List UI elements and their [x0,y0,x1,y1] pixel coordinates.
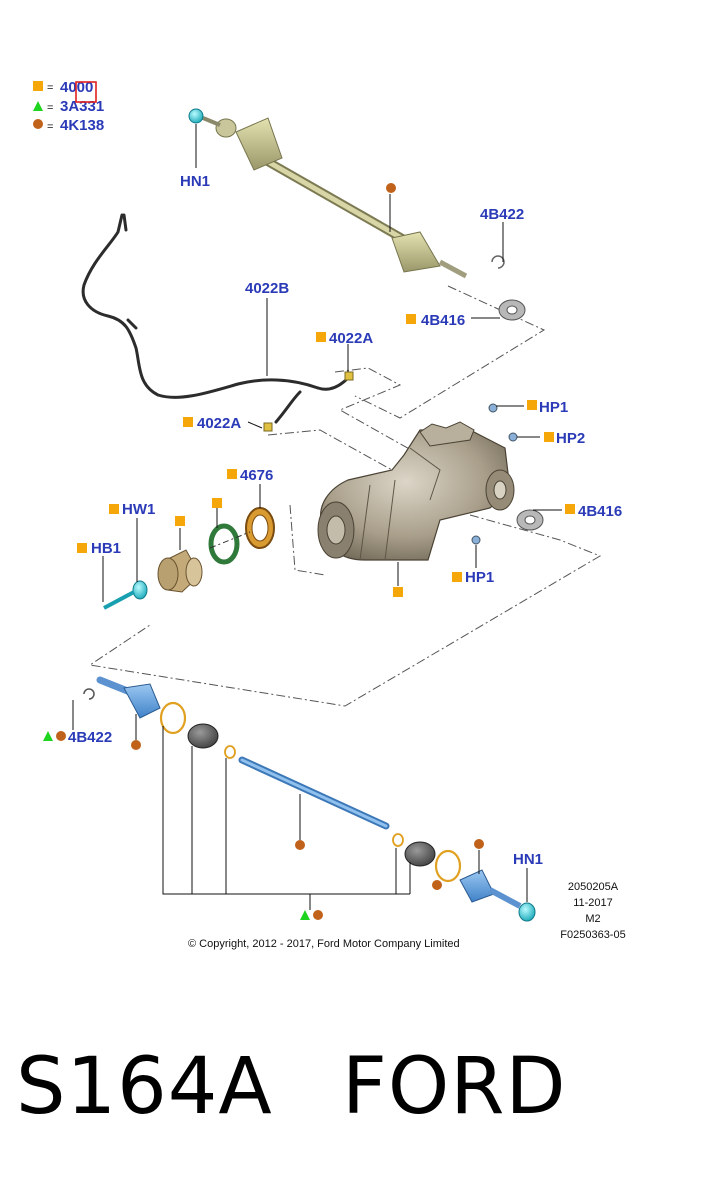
svg-text:=: = [47,82,53,94]
lower-halfshaft [83,676,536,922]
markers [43,183,575,920]
label-4676: 4676 [240,467,273,484]
caption-bar: S164A FORD [0,1000,708,1200]
label-hp1-bottom: HP1 [465,569,494,586]
drawing-info-block: 2050205A 11-2017 M2 F0250363-05 [560,881,625,941]
info-line-2: 11-2017 [573,897,613,909]
legend-triangle-marker [33,101,43,111]
brand-name: FORD [342,1042,567,1132]
hose-fittings [263,371,354,432]
lower-hub-nut [518,902,536,922]
label-4022a-right: 4022A [329,330,373,347]
svg-text:=: = [47,121,53,133]
copyright-notice: © Copyright, 2012 - 2017, Ford Motor Com… [188,938,460,950]
legend: = 4000 = 3A331 = 4K138 [33,79,104,134]
label-4022a-left: 4022A [197,415,241,432]
info-line-4: F0250363-05 [560,929,625,941]
legend-circle-marker [33,119,43,129]
upper-hub-nut [188,108,204,124]
highlight-box[interactable] [75,81,97,103]
label-hw1: HW1 [122,501,155,518]
label-hn1-top: HN1 [180,173,210,190]
legend-item-4k138: 4K138 [60,117,104,134]
explode-lines [88,285,602,707]
upper-halfshaft [188,108,526,321]
differential-assembly [317,403,544,561]
part-labels: HN1 4B422 4B416 4022B 4022A 4022A HP1 HP… [68,173,622,868]
exploded-parts-diagram: = 4000 = 3A331 = 4K138 [33,79,626,950]
label-hn1-bottom: HN1 [513,851,543,868]
info-line-3: M2 [585,913,600,925]
vent-hose [81,213,350,424]
left-side-parts [103,507,275,610]
label-4b422-top: 4B422 [480,206,524,223]
label-hb1: HB1 [91,540,121,557]
legend-square-marker [33,81,43,91]
label-4b416-top: 4B416 [421,312,465,329]
label-4b422-bottom: 4B422 [68,729,112,746]
leader-lines [72,124,562,910]
svg-text:=: = [47,102,53,114]
label-4b416-right: 4B416 [578,503,622,520]
label-hp1-top: HP1 [539,399,568,416]
label-hp2: HP2 [556,430,585,447]
label-4022b: 4022B [245,280,289,297]
model-code: S164A [16,1042,273,1132]
info-line-1: 2050205A [568,881,619,893]
legend-item-3a331: 3A331 [60,98,104,115]
